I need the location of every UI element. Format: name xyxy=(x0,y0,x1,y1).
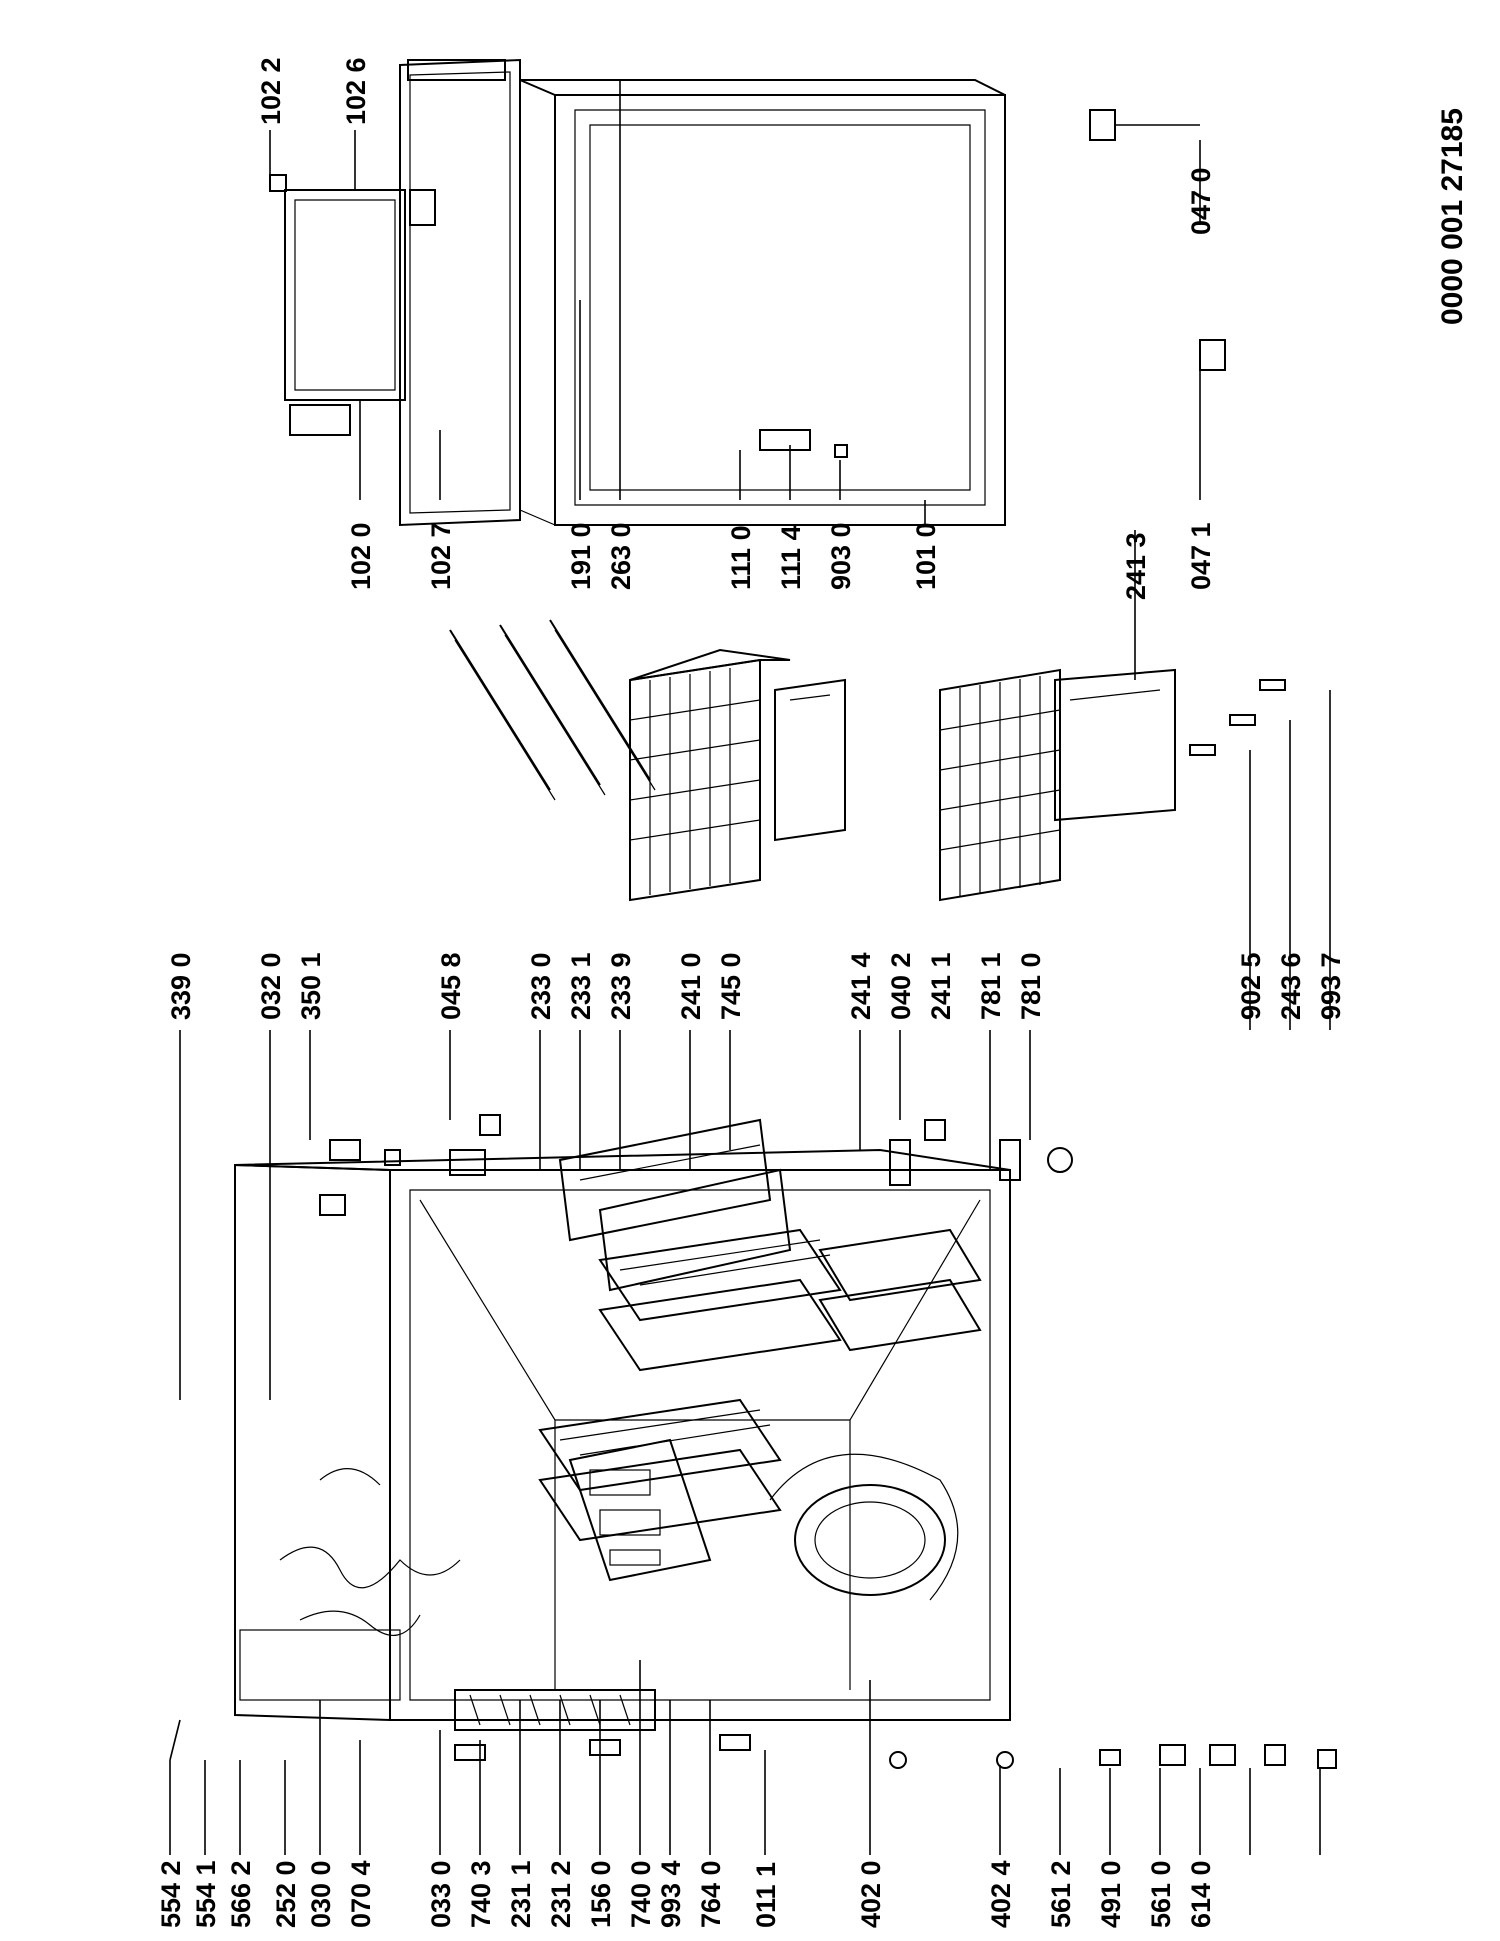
bottom-fittings xyxy=(454,1734,1337,1769)
label-402-0: 402 0 xyxy=(856,1860,886,1928)
label-614-0: 614 0 xyxy=(1186,1860,1216,1928)
door-gasket xyxy=(399,58,521,527)
label-764-0: 764 0 xyxy=(696,1860,726,1928)
label-554-2: 554 2 xyxy=(156,1860,186,1928)
label-040-2: 040 2 xyxy=(886,952,916,1020)
label-350-1: 350 1 xyxy=(296,952,326,1020)
label-102-6: 102 6 xyxy=(341,57,371,125)
label-781-1: 781 1 xyxy=(976,952,1006,1020)
shelf-rails xyxy=(449,619,656,801)
label-993-7: 993 7 xyxy=(1316,952,1346,1020)
interior-shelves xyxy=(538,1228,982,1542)
basket-lower xyxy=(939,668,1061,902)
label-191-0: 191 0 xyxy=(566,522,596,590)
top-cover xyxy=(284,189,436,436)
label-402-4: 402 4 xyxy=(986,1860,1016,1928)
label-111-0: 111 0 xyxy=(726,525,756,590)
label-047-1: 047 1 xyxy=(1186,522,1216,590)
label-233-9: 233 9 xyxy=(606,952,636,1020)
label-156-0: 156 0 xyxy=(586,1860,616,1928)
label-561-0: 561 0 xyxy=(1146,1860,1176,1928)
label-231-2: 231 2 xyxy=(546,1860,576,1928)
part-labels: 554 2 554 1 566 2 252 0 030 0 070 4 033 … xyxy=(156,57,1469,1928)
small-strips xyxy=(1189,679,1286,756)
basket-upper xyxy=(629,648,791,902)
label-231-1: 231 1 xyxy=(506,1860,536,1928)
label-241-0: 241 0 xyxy=(676,952,706,1020)
label-047-0: 047 0 xyxy=(1186,167,1216,235)
document-number: 0000 001 27185 xyxy=(1436,108,1469,325)
label-241-1: 241 1 xyxy=(926,952,956,1020)
basket-fronts xyxy=(774,668,1176,842)
label-030-0: 030 0 xyxy=(306,1860,336,1928)
hinge-parts xyxy=(269,174,848,458)
leader-lines xyxy=(169,80,1331,1855)
compressor xyxy=(769,1453,959,1601)
label-740-3: 740 3 xyxy=(466,1860,496,1928)
label-339-0: 339 0 xyxy=(166,952,196,1020)
small-fittings xyxy=(319,1114,1073,1216)
label-233-1: 233 1 xyxy=(566,952,596,1020)
control-panel xyxy=(568,1438,712,1582)
label-101-0: 101 0 xyxy=(911,522,941,590)
label-561-2: 561 2 xyxy=(1046,1860,1076,1928)
label-903-0: 903 0 xyxy=(826,522,856,590)
door-assembly xyxy=(519,79,1006,526)
label-745-0: 745 0 xyxy=(716,952,746,1020)
label-263-0: 263 0 xyxy=(606,522,636,590)
lower-shelf-cluster xyxy=(558,1118,792,1292)
label-011-1: 011 1 xyxy=(751,1862,781,1928)
label-252-0: 252 0 xyxy=(271,1860,301,1928)
label-554-1: 554 1 xyxy=(191,1860,221,1928)
label-045-8: 045 8 xyxy=(436,952,466,1020)
label-233-0: 233 0 xyxy=(526,952,556,1020)
front-grille xyxy=(454,1689,656,1731)
label-491-0: 491 0 xyxy=(1096,1860,1126,1928)
cabinet-body xyxy=(234,1148,1011,1722)
feet xyxy=(1089,109,1226,371)
label-111-4: 111 4 xyxy=(776,525,806,590)
label-102-2: 102 2 xyxy=(256,57,286,125)
label-241-4: 241 4 xyxy=(846,952,876,1020)
label-740-0: 740 0 xyxy=(626,1860,656,1928)
label-241-3: 241 3 xyxy=(1121,532,1151,600)
label-243-6: 243 6 xyxy=(1276,952,1306,1020)
label-566-2: 566 2 xyxy=(226,1860,256,1928)
label-902-5: 902 5 xyxy=(1236,952,1266,1020)
label-102-0: 102 0 xyxy=(346,522,376,590)
door-top-strip xyxy=(407,59,506,81)
label-033-0: 033 0 xyxy=(426,1860,456,1928)
label-070-4: 070 4 xyxy=(346,1860,376,1928)
label-102-7: 102 7 xyxy=(426,522,456,590)
label-032-0: 032 0 xyxy=(256,952,286,1020)
label-993-4: 993 4 xyxy=(656,1860,686,1928)
label-781-0: 781 0 xyxy=(1016,952,1046,1020)
